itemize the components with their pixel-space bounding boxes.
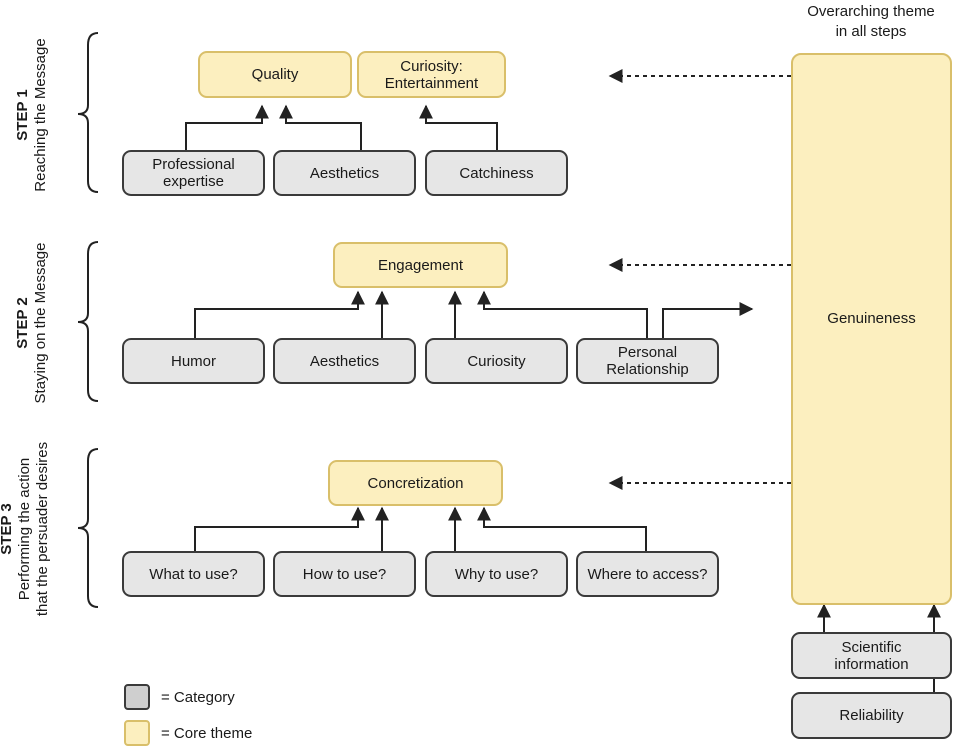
- core-genuineness: Genuineness: [791, 53, 952, 605]
- personal-line2: Relationship: [606, 361, 689, 378]
- step1-title: Reaching the Message: [32, 38, 49, 192]
- overarching-theme-note: Overarching theme in all steps: [792, 2, 950, 42]
- category-where-to-access: Where to access?: [576, 551, 719, 597]
- category-what-to-use: What to use?: [122, 551, 265, 597]
- sci-line1: Scientific: [841, 638, 902, 656]
- core-curiosity-line1: Curiosity:: [400, 57, 463, 75]
- category-how-to-use: How to use?: [273, 551, 416, 597]
- core-curiosity-line2: Entertainment: [384, 74, 479, 92]
- overarching-note-line1: Overarching theme: [807, 3, 935, 20]
- category-aesthetics-step2: Aesthetics: [273, 338, 416, 384]
- core-curiosity-label: Curiosity: Entertainment: [385, 58, 478, 92]
- category-reliability: Reliability: [791, 692, 952, 739]
- aesthetics-step2-label: Aesthetics: [309, 352, 380, 370]
- where-to-access-label: Where to access?: [587, 565, 708, 583]
- catchiness-label: Catchiness: [459, 164, 534, 182]
- sci-line2: information: [834, 655, 909, 673]
- scientific-information-label: Scientific information: [834, 639, 908, 673]
- category-personal-relationship: Personal Relationship: [576, 338, 719, 384]
- how-to-use-label: How to use?: [302, 565, 387, 583]
- step2-title: Staying on the Message: [32, 242, 49, 404]
- curiosity-label: Curiosity: [467, 352, 526, 370]
- step3-title-line1: Performing the action: [16, 457, 33, 601]
- personal-relationship-label: Personal Relationship: [606, 344, 689, 378]
- legend-category-text: = Category: [161, 689, 235, 706]
- prof-line1: Professional: [152, 156, 235, 173]
- step1-number: STEP 1: [14, 89, 31, 141]
- step3-label: STEP 3 Performing the action that the pe…: [0, 429, 56, 629]
- aesthetics-step1-label: Aesthetics: [309, 164, 380, 182]
- core-concretization-label: Concretization: [367, 474, 464, 492]
- personal-line1: Personal: [617, 344, 678, 361]
- arrow-personal-genuineness: [662, 302, 754, 338]
- core-curiosity-entertainment: Curiosity: Entertainment: [357, 51, 506, 98]
- step3-title-line2: that the persuader desires: [34, 441, 51, 617]
- core-engagement: Engagement: [333, 242, 508, 288]
- step3-number: STEP 3: [0, 503, 15, 555]
- step1-label: STEP 1 Reaching the Message: [14, 25, 54, 205]
- core-quality-label: Quality: [251, 66, 299, 83]
- category-humor: Humor: [122, 338, 265, 384]
- legend-core-text: = Core theme: [161, 725, 253, 742]
- legend-category-swatch: [124, 684, 150, 710]
- step3-brace: [77, 448, 99, 608]
- core-genuineness-label: Genuineness: [827, 309, 916, 327]
- core-quality: Quality: [198, 51, 352, 98]
- category-catchiness: Catchiness: [425, 150, 568, 196]
- step2-label: STEP 2 Staying on the Message: [14, 233, 54, 413]
- arrow-personal-engagement: [477, 290, 648, 338]
- arrow-expertise-quality: [185, 104, 269, 150]
- legend-core-swatch: [124, 720, 150, 746]
- arrow-humor-engagement: [194, 290, 365, 338]
- category-scientific-information: Scientific information: [791, 632, 952, 679]
- category-curiosity: Curiosity: [425, 338, 568, 384]
- reliability-label: Reliability: [839, 707, 904, 724]
- core-concretization: Concretization: [328, 460, 503, 506]
- category-professional-expertise-label: Professional expertise: [152, 156, 235, 190]
- prof-line2: expertise: [163, 173, 224, 190]
- what-to-use-label: What to use?: [149, 565, 238, 583]
- arrow-what-concretization: [194, 506, 365, 551]
- humor-label: Humor: [170, 352, 216, 370]
- overarching-note-line2: in all steps: [835, 23, 907, 40]
- category-professional-expertise: Professional expertise: [122, 150, 265, 196]
- category-aesthetics-step1: Aesthetics: [273, 150, 416, 196]
- why-to-use-label: Why to use?: [454, 565, 539, 583]
- core-engagement-label: Engagement: [377, 256, 464, 274]
- arrow-where-concretization: [477, 506, 647, 551]
- category-why-to-use: Why to use?: [425, 551, 568, 597]
- step2-brace: [77, 241, 99, 402]
- step2-number: STEP 2: [14, 297, 31, 349]
- arrow-catchiness-curiosity: [419, 104, 498, 150]
- arrow-aesthetics-quality: [279, 104, 362, 150]
- step1-brace: [77, 32, 99, 193]
